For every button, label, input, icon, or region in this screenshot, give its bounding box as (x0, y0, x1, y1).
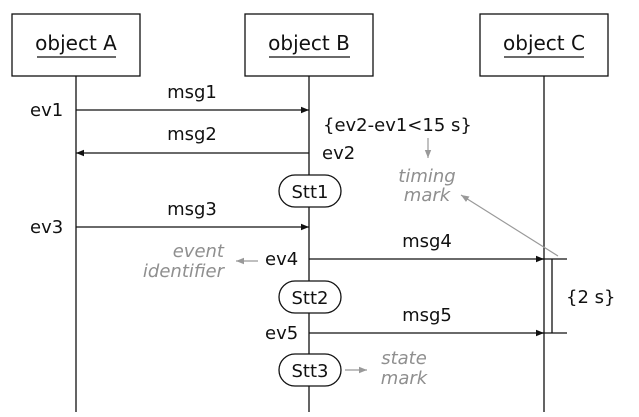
event-identifier-word2: identifier (143, 261, 226, 282)
duration-constraint: {2 s} (566, 287, 615, 308)
state-label: Stt3 (292, 361, 329, 382)
message-label: msg5 (402, 305, 452, 326)
event-identifier-word1: event (173, 241, 225, 262)
event-ev3: ev3 (30, 217, 63, 238)
timing-mark-pointer (460, 194, 559, 257)
state-stt3: Stt3 (278, 353, 342, 387)
object-c-label: object C (503, 31, 585, 55)
state-stt2: Stt2 (278, 280, 342, 314)
message-label: msg2 (167, 124, 217, 145)
object-b: object B (244, 13, 374, 77)
message-msg2: msg2 (76, 124, 309, 157)
duration-bracket (537, 258, 567, 334)
event-ev2: ev2 (322, 143, 355, 164)
object-c: object C (479, 13, 609, 77)
state-label: Stt1 (292, 182, 329, 203)
timing-mark-word1: timing (398, 166, 455, 187)
event-ev4: ev4 (265, 249, 298, 270)
state-mark-word2: mark (381, 368, 429, 389)
message-msg1: msg1 (76, 82, 309, 114)
timing-constraint: {ev2-ev1<15 s} (323, 115, 472, 136)
state-mark-word1: state (381, 348, 427, 369)
event-ev1: ev1 (30, 100, 63, 121)
object-a: object A (11, 13, 141, 77)
object-a-label: object A (35, 31, 117, 55)
object-b-label: object B (268, 31, 350, 55)
message-msg5: msg5 (309, 305, 544, 337)
event-ev5: ev5 (265, 323, 298, 344)
message-label: msg4 (402, 231, 452, 252)
state-label: Stt2 (292, 288, 329, 309)
state-stt1: Stt1 (278, 174, 342, 208)
message-label: msg3 (167, 199, 217, 220)
message-label: msg1 (167, 82, 217, 103)
message-msg3: msg3 (76, 199, 309, 231)
message-msg4: msg4 (309, 231, 544, 263)
timing-mark-word2: mark (404, 185, 452, 206)
